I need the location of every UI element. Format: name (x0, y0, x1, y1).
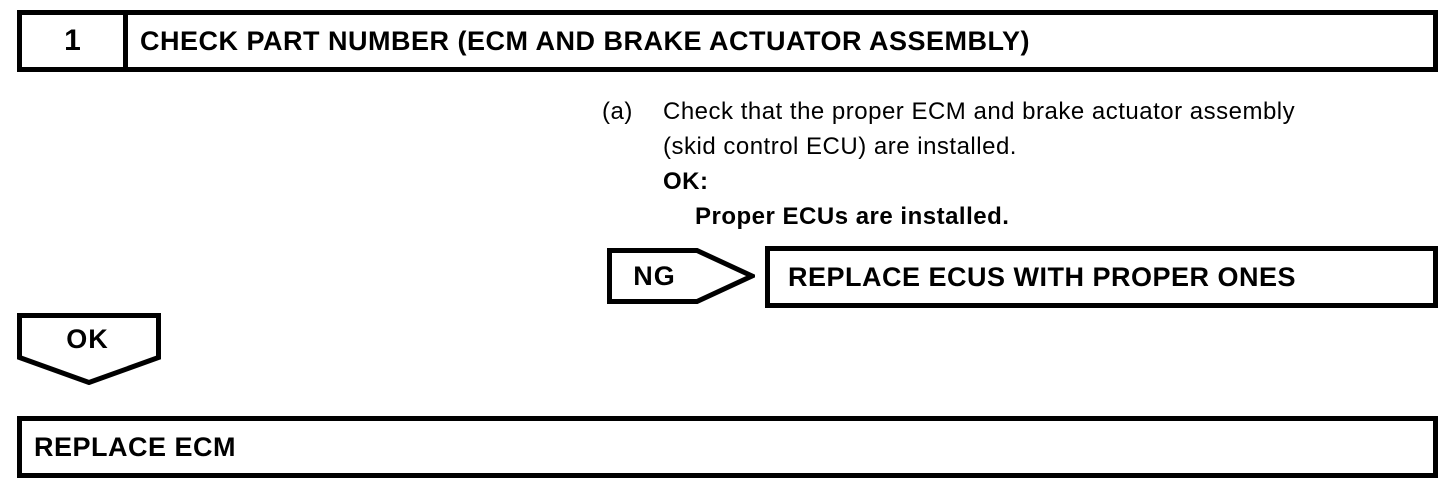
ok-connector-label: OK (66, 323, 109, 354)
instruction-line-2: (skid control ECU) are installed. (663, 133, 1017, 160)
instruction-lines: Check that the proper ECM and brake actu… (663, 94, 1447, 234)
instruction-block: (a) Check that the proper ECM and brake … (602, 94, 1447, 234)
ok-criteria-condition: Proper ECUs are installed. (695, 203, 1010, 230)
final-action-box: REPLACE ECM (17, 416, 1438, 478)
ng-pentagon-icon (607, 248, 755, 304)
ng-action-label: REPLACE ECUS WITH PROPER ONES (788, 261, 1297, 292)
ng-connector: NG (607, 248, 755, 304)
step-header-box: 1 CHECK PART NUMBER (ECM AND BRAKE ACTUA… (17, 10, 1438, 72)
instruction-line-1: Check that the proper ECM and brake actu… (663, 98, 1296, 125)
ng-connector-label: NG (633, 260, 676, 291)
step-number: 1 (22, 15, 128, 67)
ok-pentagon-icon (17, 313, 161, 385)
instruction-marker: (a) (602, 98, 633, 125)
step-title: CHECK PART NUMBER (ECM AND BRAKE ACTUATO… (140, 25, 1031, 56)
final-action-label: REPLACE ECM (34, 431, 237, 462)
ok-criteria-label: OK: (663, 168, 709, 195)
ng-action-box: REPLACE ECUS WITH PROPER ONES (765, 246, 1438, 308)
ok-connector: OK (17, 313, 161, 385)
